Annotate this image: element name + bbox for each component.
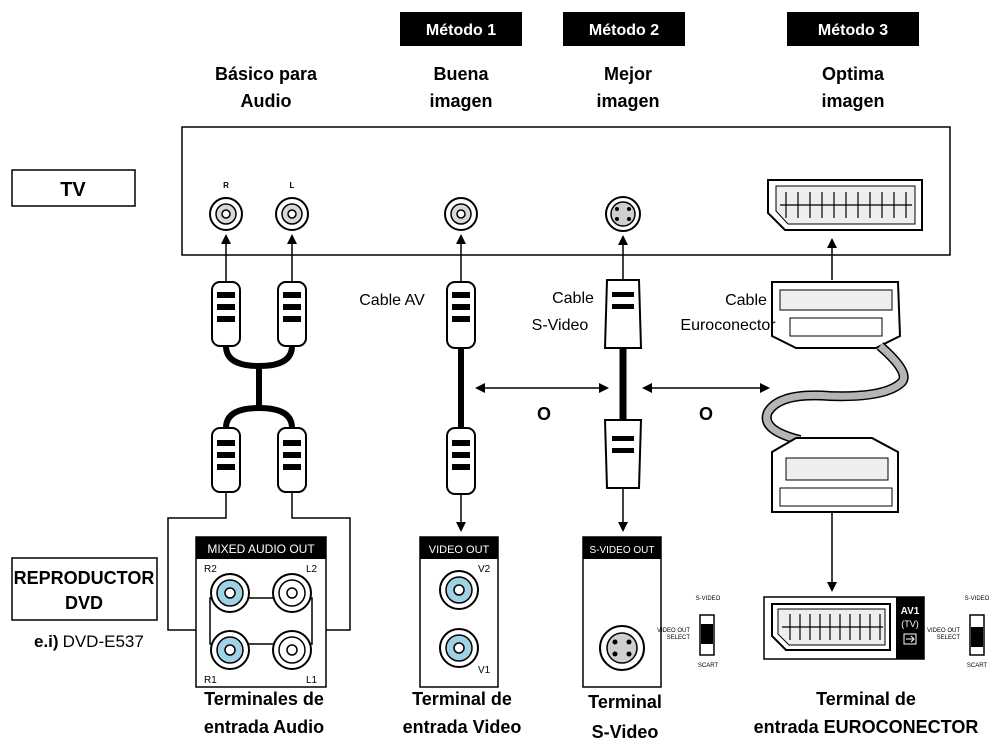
video-terminal-caption-2: entrada Video	[403, 717, 522, 737]
dvd-model-prefix: e.i)	[34, 632, 59, 651]
video-out-label: VIDEO OUT	[429, 544, 490, 556]
method-1-badge: Método 1	[400, 12, 522, 46]
scart-cable-label-2: Euroconector	[680, 317, 776, 334]
tv-label: TV	[60, 179, 86, 201]
r1-label: R1	[204, 675, 217, 686]
or-label-2: O	[699, 404, 713, 424]
audio-terminal-caption-2: entrada Audio	[204, 717, 324, 737]
l1-jack	[272, 630, 312, 670]
dvd-label-box: REPRODUCTOR DVD	[11, 557, 158, 621]
or-label-1: O	[537, 404, 551, 424]
tv-audio-r-jack	[209, 197, 243, 231]
svideo-terminal-caption-2: S-Video	[592, 722, 659, 742]
dvd-label-1: REPRODUCTOR	[14, 568, 155, 588]
tv-scart-socket	[767, 179, 923, 231]
scart-terminal-caption-1: Terminal de	[816, 689, 916, 709]
av-cable-label: Cable AV	[359, 292, 425, 309]
video-out-select-switch-1[interactable]: S-VIDEO VIDEO OUT SELECT SCART	[657, 596, 721, 669]
av1-tv-label: (TV)	[901, 619, 919, 629]
audio-cable	[167, 234, 351, 635]
l2-label: L2	[306, 564, 318, 575]
svideo-cable-label-1: Cable	[552, 290, 594, 307]
switch-1-bottom-label: SCART	[698, 663, 719, 669]
basic-audio-heading-1: Básico para	[215, 64, 318, 84]
method-2-heading-2: imagen	[596, 91, 659, 111]
mixed-audio-out-label: MIXED AUDIO OUT	[207, 542, 315, 556]
method-3-heading-1: Optima	[822, 64, 885, 84]
method-2-label: Método 2	[589, 22, 659, 39]
tv-video-jack	[444, 197, 478, 231]
tv-back-panel: R L	[181, 126, 951, 256]
tv-jack-r-label: R	[223, 181, 229, 190]
r2-jack	[210, 573, 250, 613]
av-cable	[446, 234, 476, 532]
dvd-model: DVD-E537	[63, 632, 144, 651]
switch-2-bottom-label: SCART	[967, 663, 988, 669]
video-out-panel: VIDEO OUT V2 V1	[419, 536, 499, 688]
svideo-cable-label-2: S-Video	[532, 317, 589, 334]
scart-terminal-caption-2: entrada EUROCONECTOR	[754, 717, 979, 737]
audio-terminal-caption-1: Terminales de	[204, 689, 324, 709]
svideo-cable	[603, 235, 643, 532]
l2-jack	[272, 573, 312, 613]
method-1-label: Método 1	[426, 22, 496, 39]
dvd-model-line: e.i)DVD-E537	[34, 632, 144, 651]
r1-jack	[210, 630, 250, 670]
basic-audio-heading-2: Audio	[241, 91, 292, 111]
switch-1-top-label: S-VIDEO	[696, 596, 721, 602]
av1-input-icon	[903, 633, 917, 645]
method-1-heading-2: imagen	[429, 91, 492, 111]
v2-jack	[439, 570, 479, 610]
switch-2-mid-label-2: SELECT	[937, 635, 961, 641]
method-3-heading-2: imagen	[821, 91, 884, 111]
tv-audio-l-jack	[275, 197, 309, 231]
method-3-badge: Método 3	[787, 12, 919, 46]
l1-label: L1	[306, 675, 318, 686]
scart-cable-label-1: Cable	[725, 292, 767, 309]
switch-1-mid-label-1: VIDEO OUT	[657, 628, 690, 634]
video-out-select-switch-2[interactable]: S-VIDEO VIDEO OUT SELECT SCART	[927, 596, 990, 669]
av1-label: AV1	[901, 606, 920, 617]
svideo-out-label: S-VIDEO OUT	[589, 545, 654, 556]
scart-cable	[761, 238, 909, 592]
svideo-terminal-caption-1: Terminal	[588, 692, 662, 712]
video-terminal-caption-1: Terminal de	[412, 689, 512, 709]
scart-av1-panel: AV1 (TV)	[763, 596, 925, 660]
method-2-heading-1: Mejor	[604, 64, 652, 84]
r2-label: R2	[204, 564, 217, 575]
tv-svideo-jack	[605, 196, 641, 232]
switch-1-mid-label-2: SELECT	[667, 635, 691, 641]
tv-label-box: TV	[11, 169, 136, 207]
v2-label: V2	[478, 564, 491, 575]
switch-2-mid-label-1: VIDEO OUT	[927, 628, 960, 634]
mixed-audio-out-panel: MIXED AUDIO OUT R2 L2 R1 L1	[195, 536, 327, 688]
v1-jack	[439, 628, 479, 668]
svideo-out-panel: S-VIDEO OUT	[582, 536, 662, 688]
dvd-label-2: DVD	[65, 593, 103, 613]
method-2-badge: Método 2	[563, 12, 685, 46]
method-3-label: Método 3	[818, 22, 888, 39]
switch-2-top-label: S-VIDEO	[965, 596, 990, 602]
v1-label: V1	[478, 665, 491, 676]
scart-out-socket	[771, 603, 891, 651]
svideo-out-jack	[599, 625, 645, 671]
tv-jack-l-label: L	[290, 181, 295, 190]
method-1-heading-1: Buena	[433, 64, 489, 84]
